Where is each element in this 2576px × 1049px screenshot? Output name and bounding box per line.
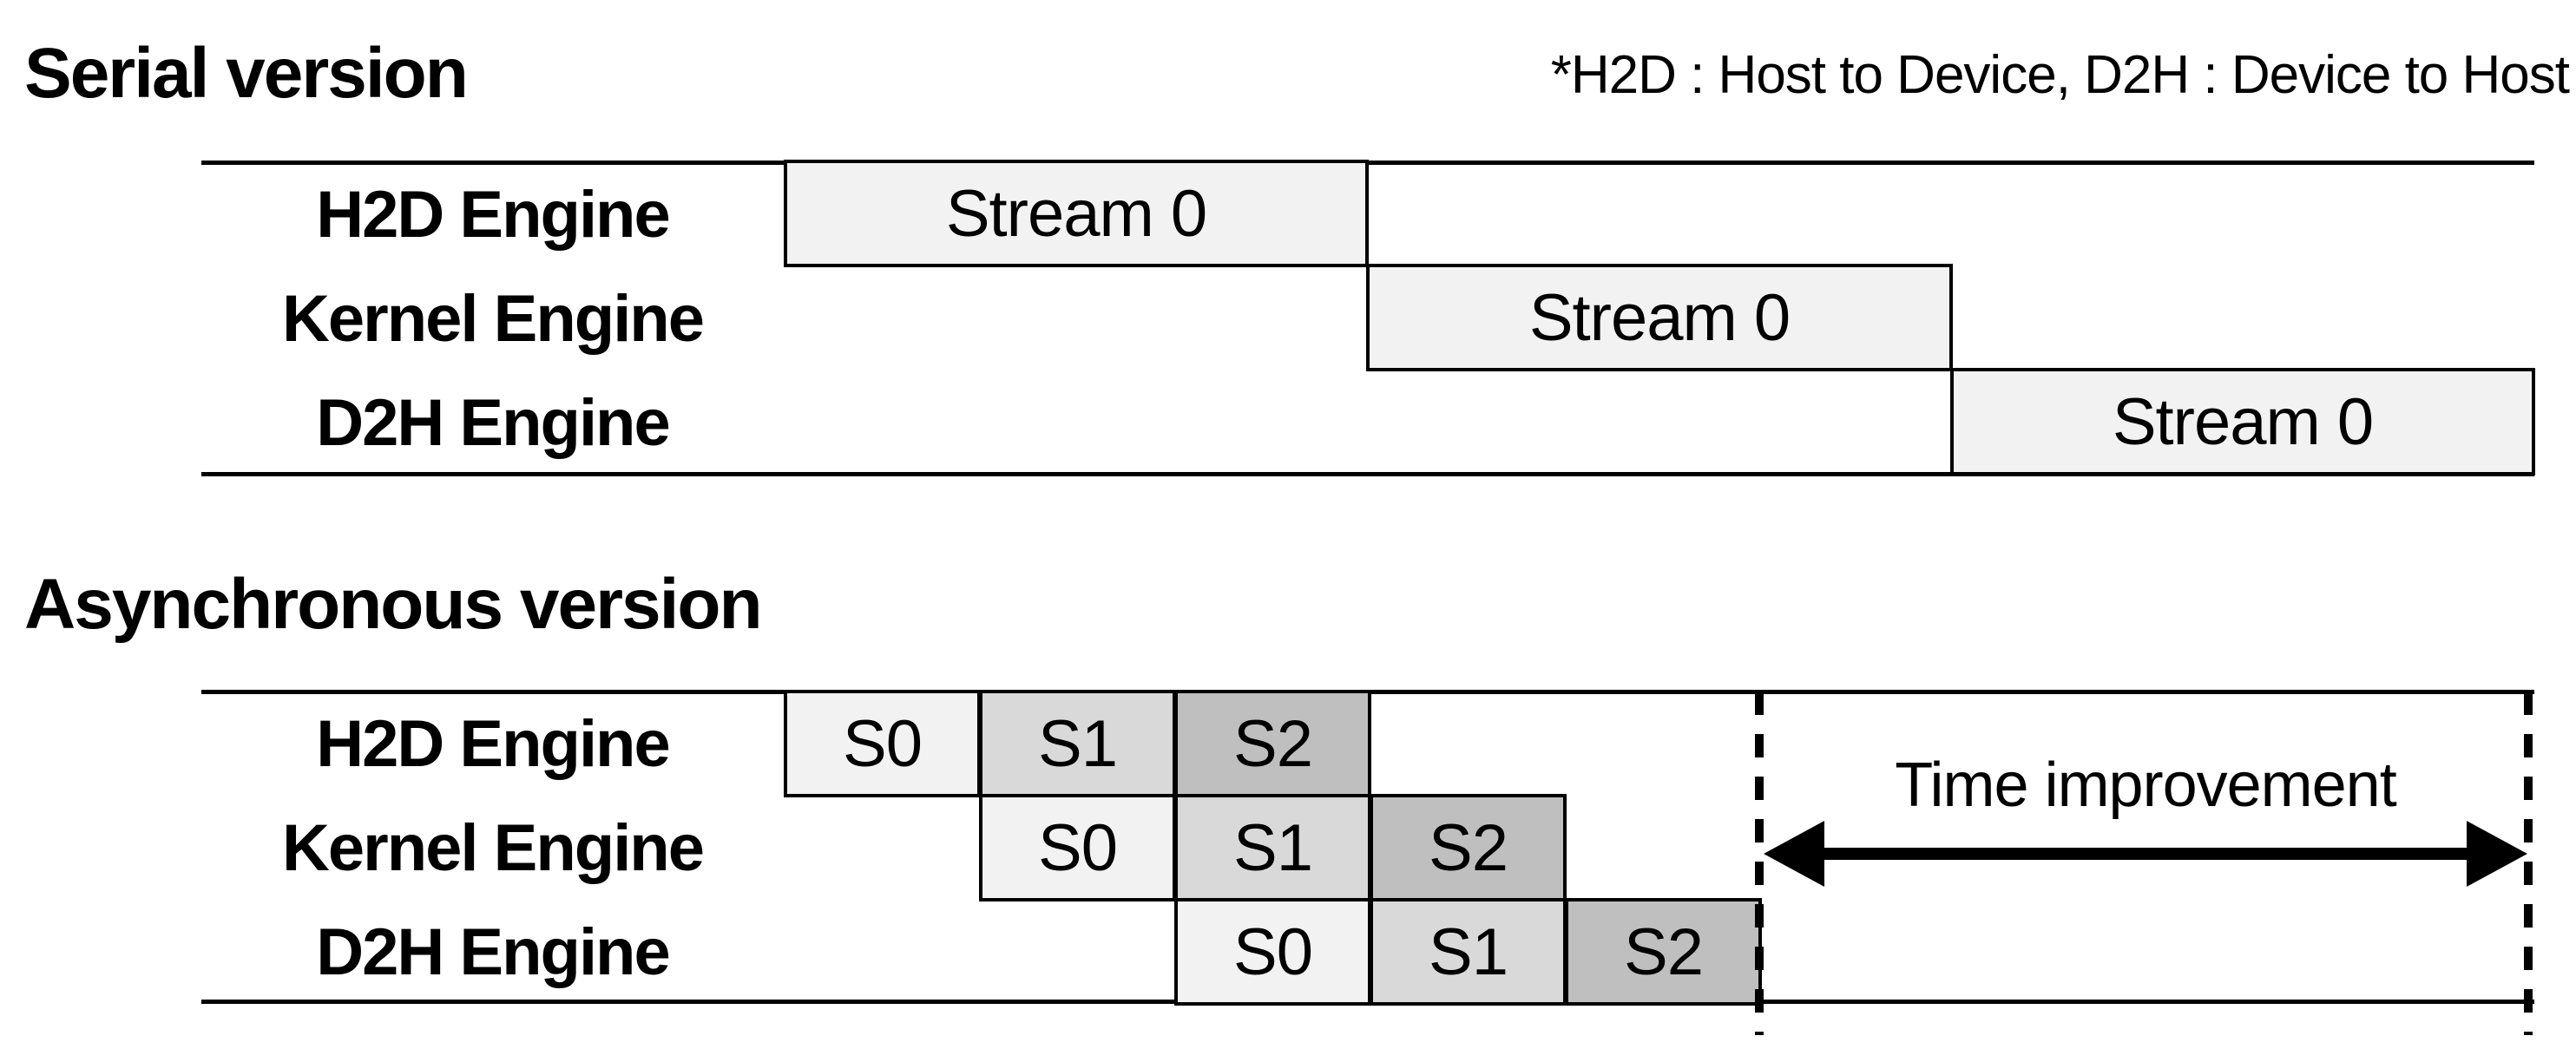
serial-end-dashed-line [2524,692,2533,1035]
async-section-title: Asynchronous version [24,565,763,644]
serial-row-label-h2d: H2D Engine [316,177,671,252]
async-h2d-s1-block: S1 [979,690,1176,797]
async-row-label-kernel: Kernel Engine [282,810,705,885]
serial-kernel-stream0-block: Stream 0 [1366,264,1953,371]
serial-axis-bottom-line [201,472,2534,476]
serial-d2h-stream0-block: Stream 0 [1950,368,2535,475]
serial-row-label-d2h: D2H Engine [316,385,671,460]
async-d2h-s2-block: S2 [1565,898,1762,1006]
async-d2h-s0-block: S0 [1174,898,1371,1006]
time-improvement-label: Time improvement [1895,751,2396,820]
async-kernel-s1-block: S1 [1174,794,1371,901]
async-row-label-h2d: H2D Engine [316,706,671,781]
serial-h2d-stream0-block: Stream 0 [784,160,1369,267]
async-h2d-s2-block: S2 [1174,690,1371,797]
async-row-label-d2h: D2H Engine [316,915,671,989]
async-kernel-s2-block: S2 [1370,794,1567,901]
async-d2h-s1-block: S1 [1370,898,1567,1006]
async-end-dashed-line [1755,692,1764,1035]
async-h2d-s0-block: S0 [784,690,981,797]
legend-note: *H2D : Host to Device, D2H : Device to H… [1550,45,2570,105]
async-kernel-s0-block: S0 [979,794,1176,901]
serial-section-title: Serial version [24,34,469,113]
serial-row-label-kernel: Kernel Engine [282,281,705,356]
